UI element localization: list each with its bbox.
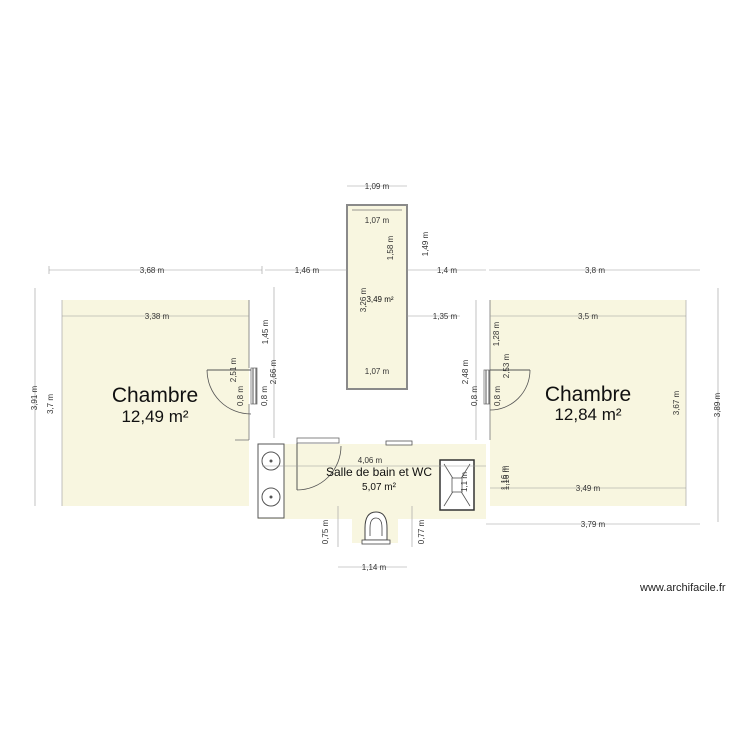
shower-icon (439, 459, 475, 511)
dim-label: 2,53 m (502, 353, 511, 378)
dim-label: 1,14 m (362, 563, 387, 572)
dim-label: 3,89 m (713, 392, 722, 417)
dim-label: 3,49 m (576, 484, 601, 493)
dim-label: 1,35 m (433, 312, 458, 321)
corridor-walls (346, 204, 408, 390)
left-bedroom-floor (62, 300, 249, 506)
dim-label: 3,38 m (145, 312, 170, 321)
dim-label: 1,49 m (421, 231, 430, 256)
bath-room-area: 5,07 m² (362, 482, 397, 493)
dim-label: 1,28 m (492, 321, 501, 346)
dim-label: 1,4 m (437, 266, 457, 275)
bathroom-door[interactable] (296, 443, 342, 491)
bath-room-name: Salle de bain et WC (326, 465, 432, 479)
dim-label: 0,75 m (321, 519, 330, 544)
dim-label: 2,66 m (269, 359, 278, 384)
corridor-area: 3,49 m² (366, 295, 393, 304)
dim-label: 3,79 m (581, 520, 606, 529)
dim-label: 1,07 m (365, 216, 390, 225)
dim-label: 1,16 m (502, 465, 511, 490)
dim-label: 3,67 m (672, 390, 681, 415)
dim-label: 1,09 m (365, 182, 390, 191)
dim-label: 0,8 m (493, 386, 502, 406)
corridor-floor (348, 206, 406, 388)
dim-label: 0,8 m (260, 386, 269, 406)
dim-label: 3,7 m (46, 394, 55, 414)
dim-label: 1,16 m (500, 465, 509, 490)
dim-label: 1,58 m (386, 235, 395, 260)
left-door[interactable] (206, 367, 258, 415)
dim-label: 0,8 m (470, 386, 479, 406)
bathroom-door-frame (296, 437, 340, 444)
right-room-area: 12,84 m² (554, 405, 621, 424)
toilet-icon (361, 511, 391, 545)
bathroom-window (385, 440, 413, 446)
watermark: www.archifacile.fr (640, 582, 726, 594)
dim-label: 3,8 m (585, 266, 605, 275)
sink-icon (257, 443, 285, 519)
dim-label: 1,07 m (365, 367, 390, 376)
dim-label: 3,26 m (359, 287, 368, 312)
dim-label: 2,51 m (229, 357, 238, 382)
right-bedroom-floor (490, 300, 686, 506)
dim-label: 2,48 m (461, 359, 470, 384)
left-room-name: Chambre (112, 384, 198, 407)
dim-label: 3,5 m (578, 312, 598, 321)
dim-label: 0,77 m (417, 519, 426, 544)
dim-label: 1,46 m (295, 266, 320, 275)
left-room-area: 12,49 m² (121, 407, 188, 426)
dim-label: 3,68 m (140, 266, 165, 275)
right-room-name: Chambre (545, 383, 631, 406)
dim-label: 1,45 m (261, 319, 270, 344)
dim-label: 1,1 m (460, 472, 469, 492)
right-door[interactable] (483, 369, 531, 411)
dim-label: 3,91 m (30, 385, 39, 410)
dim-label: 4,06 m (358, 456, 383, 465)
dim-label: 0,8 m (236, 386, 245, 406)
